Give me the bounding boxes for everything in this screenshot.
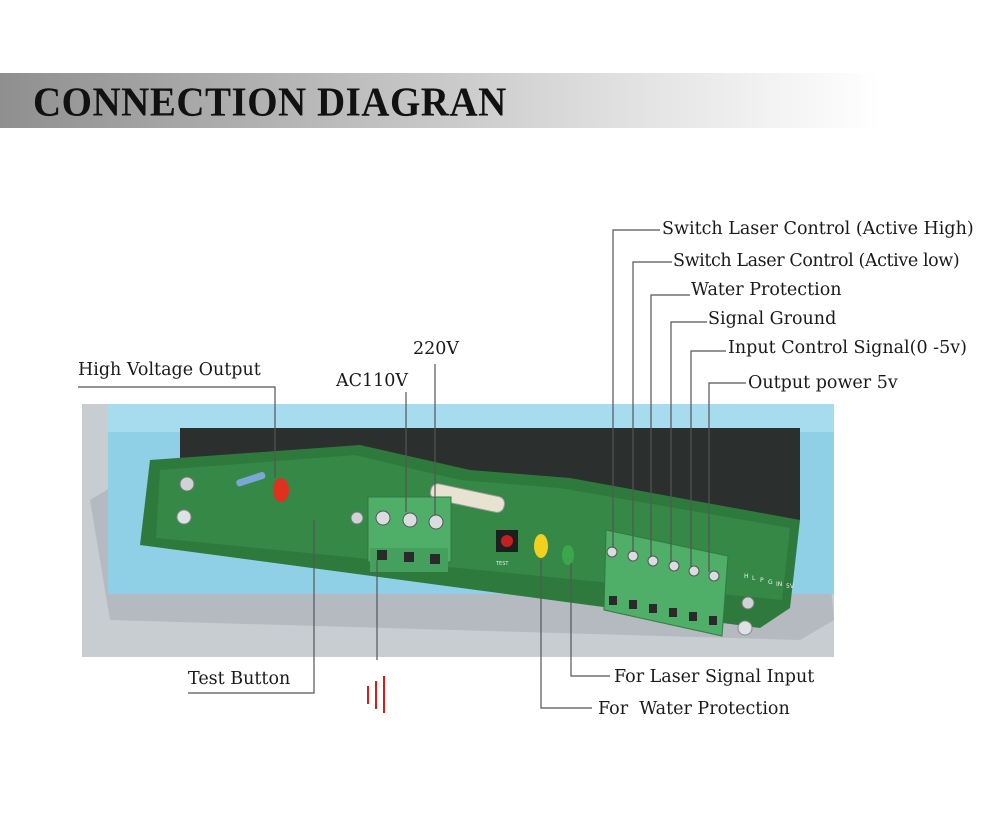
leader-high-voltage (78, 386, 276, 478)
terminal-code: G (768, 579, 773, 586)
signal-terminal-block (603, 529, 729, 637)
label-test-button: Test Button (188, 669, 291, 689)
ac-terminal-block (367, 496, 452, 572)
label-ac110v: AC110V (336, 371, 409, 391)
label-for-laser-signal-input: For Laser Signal Input (614, 667, 815, 687)
terminal-code: P (760, 577, 764, 584)
leader-output-5v (708, 382, 746, 572)
label-output-power-5v: Output power 5v (748, 373, 898, 393)
terminal-code: H (744, 573, 749, 580)
test-silk-label: TEST (495, 561, 509, 567)
leader-laser-signal (570, 563, 610, 677)
label-for-water-protection: For Water Protection (598, 699, 790, 719)
leader-test-button (188, 520, 315, 694)
label-high-voltage-output: High Voltage Output (78, 360, 261, 380)
ground-symbol-icon (367, 676, 385, 713)
label-switch-active-high: Switch Laser Control (Active High) (662, 219, 974, 239)
terminal-codes: H L P G IN 5V (744, 573, 795, 590)
fuse (429, 483, 506, 513)
screw-icon (737, 620, 753, 636)
terminal-code: L (752, 575, 756, 582)
screw-icon (179, 476, 195, 492)
label-switch-active-low: Switch Laser Control (Active low) (673, 251, 960, 271)
terminal-code: 5V (786, 583, 795, 590)
leader-active-low (632, 261, 672, 552)
label-water-protection: Water Protection (691, 280, 842, 300)
title-banner (0, 73, 1000, 128)
terminal-code: IN (776, 581, 782, 588)
test-button-switch (496, 530, 518, 552)
screw-icon (350, 511, 364, 525)
leader-water-protection (650, 294, 690, 557)
label-input-control-signal: Input Control Signal(0 -5v) (728, 338, 967, 358)
page-title: CONNECTION DIAGRAN (33, 79, 507, 126)
green-led (562, 545, 574, 565)
resistor (236, 472, 266, 487)
red-led (273, 478, 289, 502)
leader-input-control (690, 350, 726, 567)
leader-lines (78, 229, 746, 709)
leader-signal-ground (670, 321, 707, 562)
screw-icon (176, 509, 192, 525)
label-220v: 220V (413, 339, 460, 359)
yellow-led (534, 534, 548, 558)
leader-water-led (540, 560, 592, 709)
leader-active-high (612, 229, 660, 548)
label-signal-ground: Signal Ground (708, 309, 837, 329)
screw-icon (741, 596, 755, 610)
